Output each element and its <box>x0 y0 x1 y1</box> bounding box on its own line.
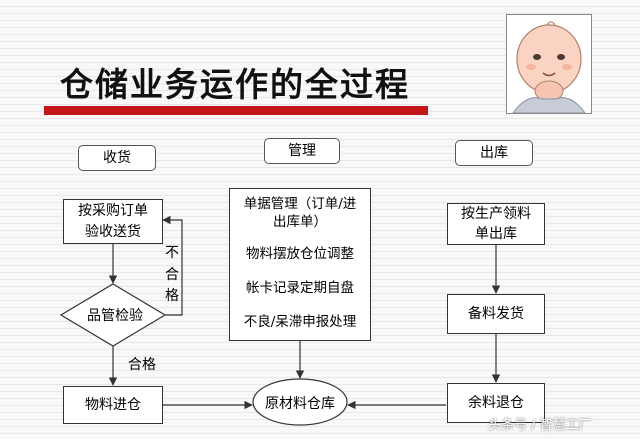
header-management: 管理 <box>264 138 340 164</box>
page-title: 仓储业务运作的全过程 <box>60 65 410 104</box>
warehouse-label: 原材料仓库 <box>265 396 335 412</box>
records-text: 帐卡记录定期自盘 <box>246 280 354 296</box>
baby-illustration <box>506 14 592 114</box>
material-in-box: 物料进仓 <box>63 386 163 424</box>
quality-check-diamond <box>59 283 167 347</box>
report-text: 不良/呆滞申报处理 <box>243 313 357 330</box>
fail-label: 不合格 <box>165 245 179 305</box>
return-surplus-box: 余料退仓 <box>447 383 545 423</box>
quality-check-label: 品管检验 <box>87 308 143 324</box>
doc-mgmt-text: 单据管理（订单/进出库单） <box>243 196 357 231</box>
check-order-box: 按采购订单验收送货 <box>63 199 163 244</box>
prepare-box: 备料发货 <box>447 294 545 334</box>
title-underline <box>44 106 428 115</box>
management-box: 单据管理（订单/进出库单） 物料摆放仓位调整 帐卡记录定期自盘 不良/呆滞申报处… <box>229 188 371 341</box>
placement-text: 物料摆放仓位调整 <box>246 246 354 263</box>
issue-by-sheet-box: 按生产领料单出库 <box>447 203 545 245</box>
warehouse-ellipse <box>252 378 348 426</box>
header-receiving: 收货 <box>78 145 156 171</box>
pass-label: 合格 <box>128 357 156 373</box>
watermark: 头条号 / 智慧工厂 <box>488 418 592 433</box>
header-outbound: 出库 <box>455 140 533 166</box>
